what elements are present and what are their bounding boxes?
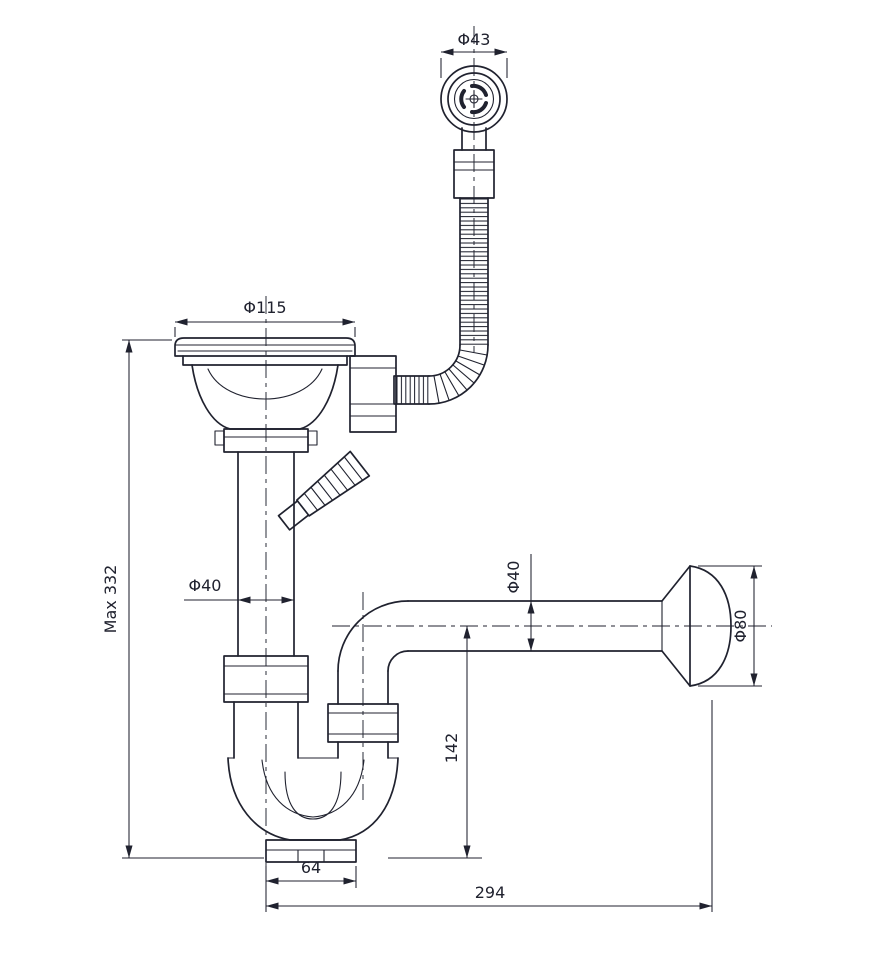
dim-label-max-height: Max 332	[101, 565, 120, 634]
overflow-neck	[461, 127, 487, 151]
strainer-flange-rim	[174, 337, 356, 357]
dim-label-drain-pipe-diameter: Φ40	[189, 576, 222, 595]
tailpipe-union-nut-lines	[223, 665, 309, 695]
dim-label-trap-depth: 142	[442, 733, 461, 764]
drain-tailpipe	[223, 450, 371, 759]
hose-elbow-corrugation	[433, 349, 488, 404]
dim-label-outlet-pipe-diameter: Φ40	[504, 561, 523, 594]
hose-corrugation-horizontal	[394, 376, 429, 404]
outlet-horizontal-walls	[407, 600, 663, 652]
overflow-flex-hose	[393, 197, 489, 405]
trap-cleanout-cap	[265, 839, 357, 863]
tailpipe-union-nut	[223, 655, 309, 703]
outlet-riser-lower	[337, 741, 389, 759]
hose-elbow-outer	[428, 344, 489, 405]
nipple-cone	[295, 450, 371, 517]
trap-bulb-dome	[284, 771, 342, 820]
outlet-pipe	[327, 600, 663, 759]
flange-dome	[689, 565, 732, 687]
outlet-riser-walls	[337, 670, 389, 705]
overflow-cap-screw-cross	[465, 90, 483, 108]
dim-label-trap-base-width: 64	[301, 858, 321, 877]
dim-witness-strainer	[174, 327, 356, 337]
outlet-elbow-inner	[387, 650, 409, 672]
nipple-neck	[277, 500, 310, 531]
trap-cleanout-lines	[265, 849, 357, 863]
tailpipe-walls	[237, 451, 295, 657]
outlet-elbow-outer	[337, 600, 409, 672]
dim-witness-max-height	[122, 339, 264, 859]
overflow-cap-middle-ring	[447, 72, 501, 126]
trap-body	[227, 757, 399, 863]
flange-cone	[661, 565, 691, 687]
hose-corrugation-vertical	[460, 198, 488, 345]
strainer-flange-lines	[174, 344, 356, 352]
dim-witness-overflow	[440, 58, 508, 78]
dim-label-horizontal-reach: 294	[475, 883, 506, 902]
outlet-riser-nut	[327, 703, 399, 743]
trap-bulb-inner	[261, 759, 365, 818]
strainer-seal-band	[182, 355, 348, 366]
nipple-corrugation	[303, 456, 364, 511]
wall-flange	[661, 565, 732, 687]
dim-label-wall-flange-diameter: Φ80	[731, 610, 750, 643]
overflow-cap-spoke	[470, 83, 488, 97]
overflow-fitting	[440, 65, 508, 199]
dim-label-overflow-diameter: Φ43	[458, 30, 491, 49]
trap-bulb-outer	[227, 757, 399, 841]
strainer-bowl-inner	[207, 368, 323, 400]
overflow-cap-outer-ring	[440, 65, 508, 133]
strainer-locknut-tabs	[214, 430, 318, 446]
hose-walls-horizontal	[393, 375, 430, 405]
hose-elbow-inner	[428, 344, 461, 377]
overflow-inlet-block-lines	[349, 367, 397, 417]
dim-label-strainer-diameter: Φ115	[243, 298, 286, 317]
centerlines	[265, 26, 772, 874]
overflow-cap-spoke	[459, 89, 466, 109]
overflow-cap-spoke	[470, 101, 488, 115]
dimension-annotations: Φ43 Φ115 Φ40 Max 332 Φ40 Φ80 142 64 294	[101, 30, 762, 912]
hose-walls-vertical	[459, 197, 489, 346]
overflow-body	[453, 149, 495, 199]
sink-strainer	[174, 337, 397, 453]
appliance-branch-nipple	[277, 450, 371, 531]
outlet-riser-nut-lines	[327, 712, 399, 735]
overflow-cap-inner-ring	[453, 78, 495, 120]
strainer-bowl	[191, 364, 339, 430]
overflow-body-bands	[453, 161, 495, 171]
trap-inlet-left-walls	[233, 701, 299, 759]
overflow-inlet-block	[349, 355, 397, 433]
